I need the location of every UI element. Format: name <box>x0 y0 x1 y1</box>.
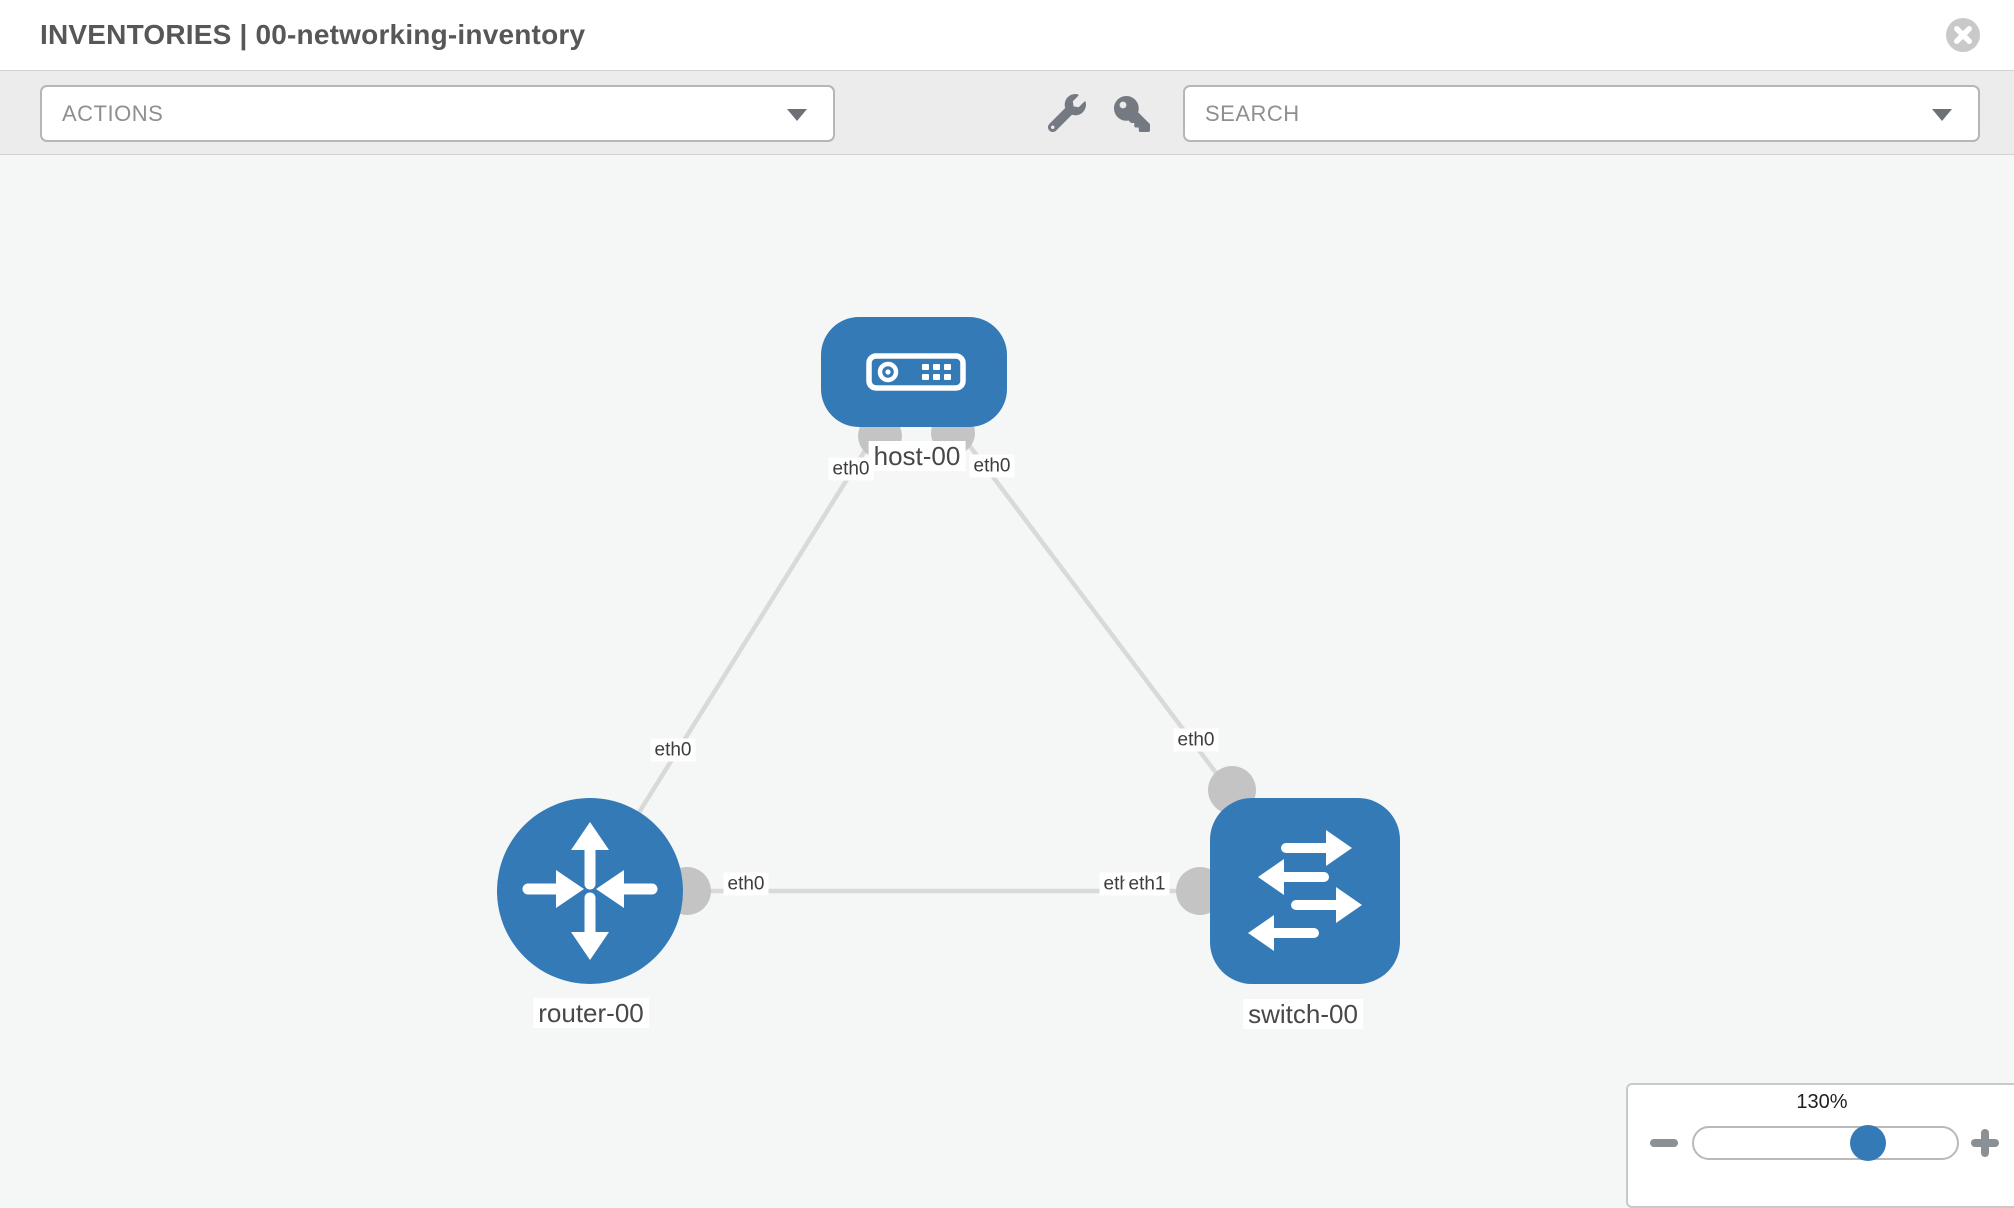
router-icon <box>522 822 658 960</box>
interface-label: eth1 <box>1124 872 1170 896</box>
zoom-slider-handle[interactable] <box>1850 1125 1886 1161</box>
node-switch-00[interactable] <box>1210 798 1400 984</box>
page-title: INVENTORIES | 00-networking-inventory <box>40 19 586 50</box>
zoom-out-button[interactable] <box>1650 1139 1678 1147</box>
toolbar: ACTIONS SEARCH <box>0 71 2014 155</box>
chevron-down-icon <box>1932 108 1952 121</box>
node-host-00[interactable] <box>821 317 1007 427</box>
close-icon <box>1946 18 1980 52</box>
host-icon <box>866 353 966 391</box>
close-button[interactable] <box>1945 17 1981 53</box>
chevron-down-icon <box>787 108 807 121</box>
zoom-panel: 130% <box>1626 1083 2014 1208</box>
credentials-button[interactable] <box>1114 96 1150 137</box>
actions-dropdown[interactable]: ACTIONS <box>40 85 835 142</box>
node-label-host: host-00 <box>868 441 966 471</box>
header: INVENTORIES | 00-networking-inventory <box>0 0 2014 71</box>
topology-canvas[interactable] <box>0 155 2014 1200</box>
interface-label: eth0 <box>723 872 769 896</box>
tools-button[interactable] <box>1047 94 1086 137</box>
wrench-icon <box>1047 94 1086 133</box>
search-placeholder: SEARCH <box>1205 100 1300 126</box>
zoom-in-button[interactable] <box>1971 1129 1999 1157</box>
zoom-slider[interactable] <box>1692 1126 1959 1160</box>
search-dropdown[interactable]: SEARCH <box>1183 85 1980 142</box>
node-label-switch: switch-00 <box>1243 999 1363 1029</box>
interface-label: eth0 <box>969 454 1015 478</box>
node-router-00[interactable] <box>497 798 683 984</box>
node-label-router: router-00 <box>533 998 649 1028</box>
actions-dropdown-label: ACTIONS <box>62 100 164 126</box>
zoom-level: 130% <box>1796 1091 1848 1113</box>
interface-label: eth0 <box>1173 728 1219 752</box>
key-icon <box>1114 96 1150 132</box>
interface-label: eth0 <box>650 738 696 762</box>
interface-label: eth0 <box>828 457 874 481</box>
switch-icon <box>1248 830 1362 951</box>
